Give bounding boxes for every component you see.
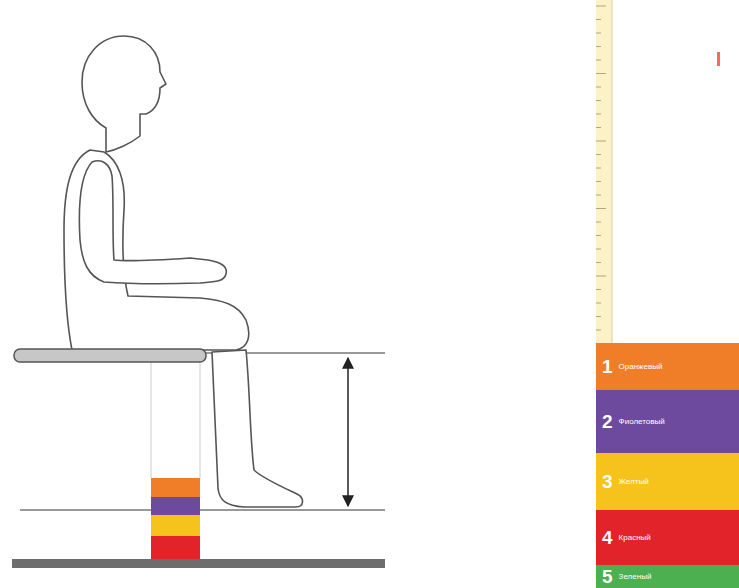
seated-person xyxy=(64,36,303,507)
ruler-tick xyxy=(596,19,601,20)
ruler-tick xyxy=(596,87,601,88)
ruler-tick xyxy=(596,46,601,47)
band-number: 5 xyxy=(602,567,613,586)
ruler-tick xyxy=(596,262,601,263)
color-name: Красный xyxy=(619,534,651,542)
ruler-tick xyxy=(596,73,606,74)
floor-bar xyxy=(12,559,385,568)
color-band: 2 Фиолетовый xyxy=(596,390,739,453)
ruler-tick xyxy=(596,181,601,182)
guide-line xyxy=(151,362,152,478)
color-name: Желтый xyxy=(619,478,649,486)
foot-level-line xyxy=(20,509,385,510)
ruler-tick xyxy=(596,100,601,101)
color-band: 3 Желтый xyxy=(596,453,739,510)
color-band: 4 Красный xyxy=(596,510,739,565)
ruler-tick xyxy=(596,141,606,142)
ruler-tick xyxy=(596,316,601,317)
ruler-tick xyxy=(596,276,606,277)
orange-block xyxy=(151,478,200,497)
ruler-tick xyxy=(596,127,601,128)
ruler-tick xyxy=(596,249,601,250)
ruler-tick xyxy=(596,33,601,34)
ruler-tick xyxy=(596,6,606,7)
seat xyxy=(14,349,206,362)
purple-block xyxy=(151,497,200,515)
ruler-tick xyxy=(596,168,601,169)
ruler-tick xyxy=(596,195,601,196)
mark xyxy=(717,52,720,66)
yellow-block xyxy=(151,515,200,536)
red-block xyxy=(151,536,200,559)
band-number: 1 xyxy=(602,357,613,376)
ruler-tick xyxy=(596,60,601,61)
ruler-tick xyxy=(596,208,606,209)
band-number: 2 xyxy=(602,412,613,431)
color-name: Оранжевый xyxy=(619,363,663,371)
ruler-tick xyxy=(596,303,601,304)
color-name: Зеленый xyxy=(619,573,652,581)
color-name: Фиолетовый xyxy=(619,418,665,426)
ruler-tick xyxy=(596,222,601,223)
ruler-tick xyxy=(596,330,601,331)
color-band: 1 Оранжевый xyxy=(596,343,739,390)
color-band: 5 Зеленый xyxy=(596,565,739,588)
band-number: 3 xyxy=(602,472,613,491)
ruler-tick xyxy=(596,154,601,155)
ruler-tick xyxy=(596,289,601,290)
guide-line xyxy=(200,362,201,478)
ruler-tick xyxy=(596,114,601,115)
ruler-tick xyxy=(596,235,601,236)
height-arrow xyxy=(347,358,349,506)
band-number: 4 xyxy=(602,528,613,547)
